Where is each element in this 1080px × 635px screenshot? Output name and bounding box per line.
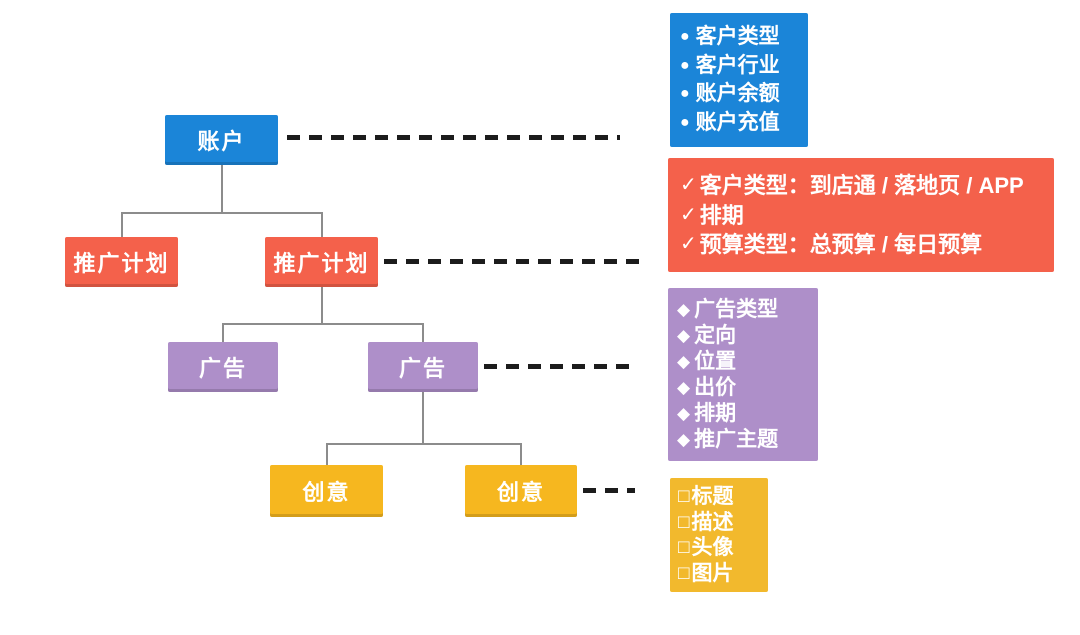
panel-list-item: ● 账户充值	[680, 109, 798, 138]
panel-item-label: 账户充值	[695, 110, 780, 134]
campaign-node-left: 推广计划	[65, 237, 178, 287]
connector-line	[321, 212, 323, 237]
diamond-bullet-icon: ◆	[677, 326, 691, 345]
panel-item-label: 图片	[691, 561, 734, 585]
panel-item-label: 账户余额	[695, 82, 780, 105]
square-bullet-icon: □	[678, 486, 690, 507]
panel-list-item: ◆ 推广主题	[677, 427, 809, 453]
diamond-bullet-icon: ◆	[677, 352, 691, 371]
panel-list-item: ◆ 广告类型	[677, 297, 809, 323]
creative-node-left: 创意	[270, 465, 383, 517]
panel-list-item: ● 账户余额	[680, 80, 798, 109]
ad-node-left: 广告	[168, 342, 278, 392]
panel-item-label: 描述	[691, 510, 734, 534]
check-bullet-icon: ✓	[680, 203, 697, 226]
connector-line	[321, 287, 323, 323]
dashed-leader-creative	[583, 488, 635, 493]
circle-bullet-icon: ●	[680, 56, 690, 74]
panel-item-label: 客户行业	[695, 53, 780, 77]
diamond-bullet-icon: ◆	[677, 378, 691, 397]
creative-attributes-panel: □ 标题 □ 描述 □ 头像 □ 图片	[670, 478, 768, 592]
connector-line	[221, 165, 223, 212]
panel-list-item: ✓ 客户类型：到店通 / 落地页 / APP	[680, 171, 1042, 201]
connector-line	[121, 212, 123, 237]
panel-list-item: □ 标题	[678, 484, 760, 510]
dashed-leader-campaign	[384, 259, 640, 264]
circle-bullet-icon: ●	[680, 28, 690, 45]
diamond-bullet-icon: ◆	[677, 300, 691, 319]
panel-list-item: ◆ 出价	[677, 375, 809, 401]
connector-line	[326, 443, 522, 445]
panel-item-label: 排期	[694, 402, 737, 425]
panel-list-item: ◆ 位置	[677, 349, 809, 375]
check-bullet-icon: ✓	[680, 233, 697, 255]
connector-line	[222, 323, 224, 342]
connector-line	[326, 443, 328, 465]
circle-bullet-icon: ●	[680, 113, 690, 131]
account-node: 账户	[165, 115, 278, 165]
connector-line	[520, 443, 522, 465]
account-attributes-panel: ● 客户类型 ● 客户行业 ● 账户余额 ● 账户充值	[670, 13, 808, 147]
panel-item-label: 位置	[694, 350, 737, 373]
panel-list-item: ✓ 预算类型：总预算 / 每日预算	[680, 230, 1042, 260]
panel-item-label: 预算类型：总预算 / 每日预算	[699, 232, 983, 257]
creative-node-right: 创意	[465, 465, 577, 517]
square-bullet-icon: □	[678, 562, 690, 584]
square-bullet-icon: □	[678, 511, 690, 533]
panel-item-label: 标题	[691, 485, 734, 508]
panel-item-label: 定向	[694, 324, 737, 347]
connector-line	[121, 212, 323, 214]
campaign-attributes-panel: ✓ 客户类型：到店通 / 落地页 / APP ✓ 排期 ✓ 预算类型：总预算 /…	[668, 158, 1054, 272]
circle-bullet-icon: ●	[680, 85, 690, 102]
ad-node-right: 广告	[368, 342, 478, 392]
panel-list-item: □ 头像	[678, 535, 760, 561]
panel-item-label: 广告类型	[694, 298, 779, 321]
diamond-bullet-icon: ◆	[677, 404, 691, 423]
check-bullet-icon: ✓	[680, 174, 697, 196]
panel-item-label: 推广主题	[694, 428, 779, 451]
panel-list-item: ● 客户类型	[680, 23, 798, 52]
dashed-leader-ad	[484, 364, 637, 369]
panel-list-item: ✓ 排期	[680, 201, 1042, 231]
panel-list-item: ◆ 排期	[677, 401, 809, 427]
dashed-leader-account	[287, 135, 620, 140]
panel-list-item: ◆ 定向	[677, 323, 809, 349]
campaign-node-right: 推广计划	[265, 237, 378, 287]
ad-attributes-panel: ◆ 广告类型 ◆ 定向 ◆ 位置 ◆ 出价 ◆ 排期	[668, 288, 818, 461]
connector-line	[422, 323, 424, 342]
connector-line	[422, 392, 424, 443]
square-bullet-icon: □	[678, 537, 690, 558]
panel-item-label: 客户类型	[695, 25, 780, 48]
panel-list-item: □ 图片	[678, 561, 760, 587]
panel-list-item: ● 客户行业	[680, 52, 798, 81]
panel-item-label: 排期	[699, 202, 744, 228]
panel-item-label: 出价	[694, 376, 737, 399]
panel-list-item: □ 描述	[678, 510, 760, 536]
panel-item-label: 客户类型：到店通 / 落地页 / APP	[699, 173, 1024, 198]
diamond-bullet-icon: ◆	[677, 430, 691, 449]
connector-line	[222, 323, 423, 325]
panel-item-label: 头像	[691, 536, 734, 559]
